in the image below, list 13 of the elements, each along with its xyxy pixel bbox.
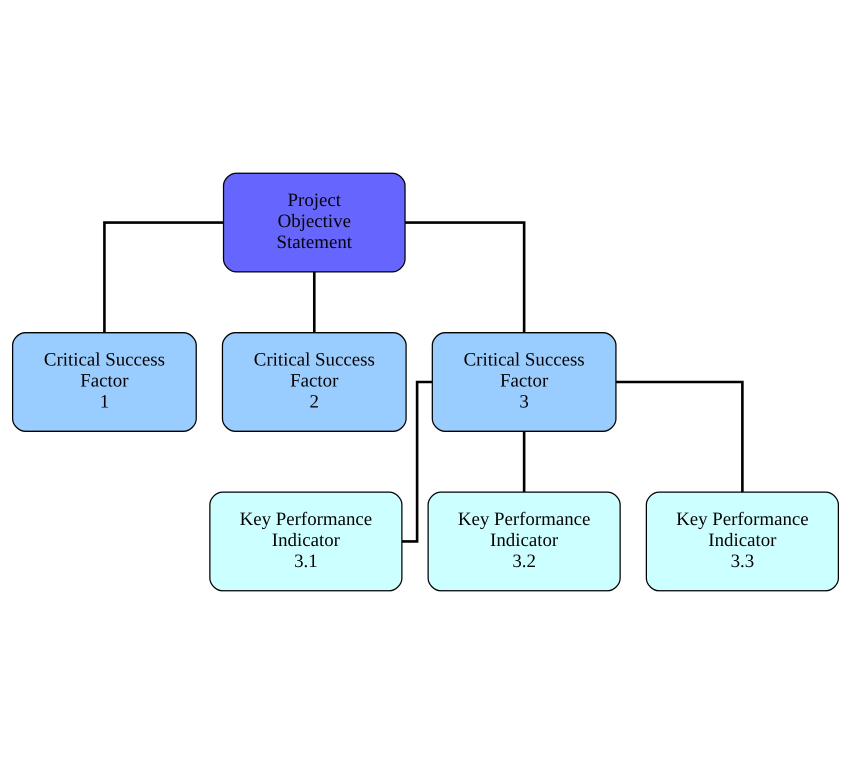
connector: [402, 380, 432, 543]
connector: [522, 432, 526, 492]
node-box: Key Performance Indicator 3.1: [209, 492, 403, 592]
connector: [312, 272, 316, 332]
node-box: Key Performance Indicator 3.3: [646, 492, 840, 592]
connector: [405, 221, 526, 332]
node-box: Critical Success Factor 1: [12, 332, 197, 432]
connector: [616, 380, 744, 492]
connector: [103, 221, 224, 332]
node-box: Key Performance Indicator 3.2: [428, 492, 621, 592]
node-box: Project Objective Statement: [222, 172, 406, 272]
node-box: Critical Success Factor 3: [432, 332, 617, 432]
node-box: Critical Success Factor 2: [222, 332, 407, 432]
